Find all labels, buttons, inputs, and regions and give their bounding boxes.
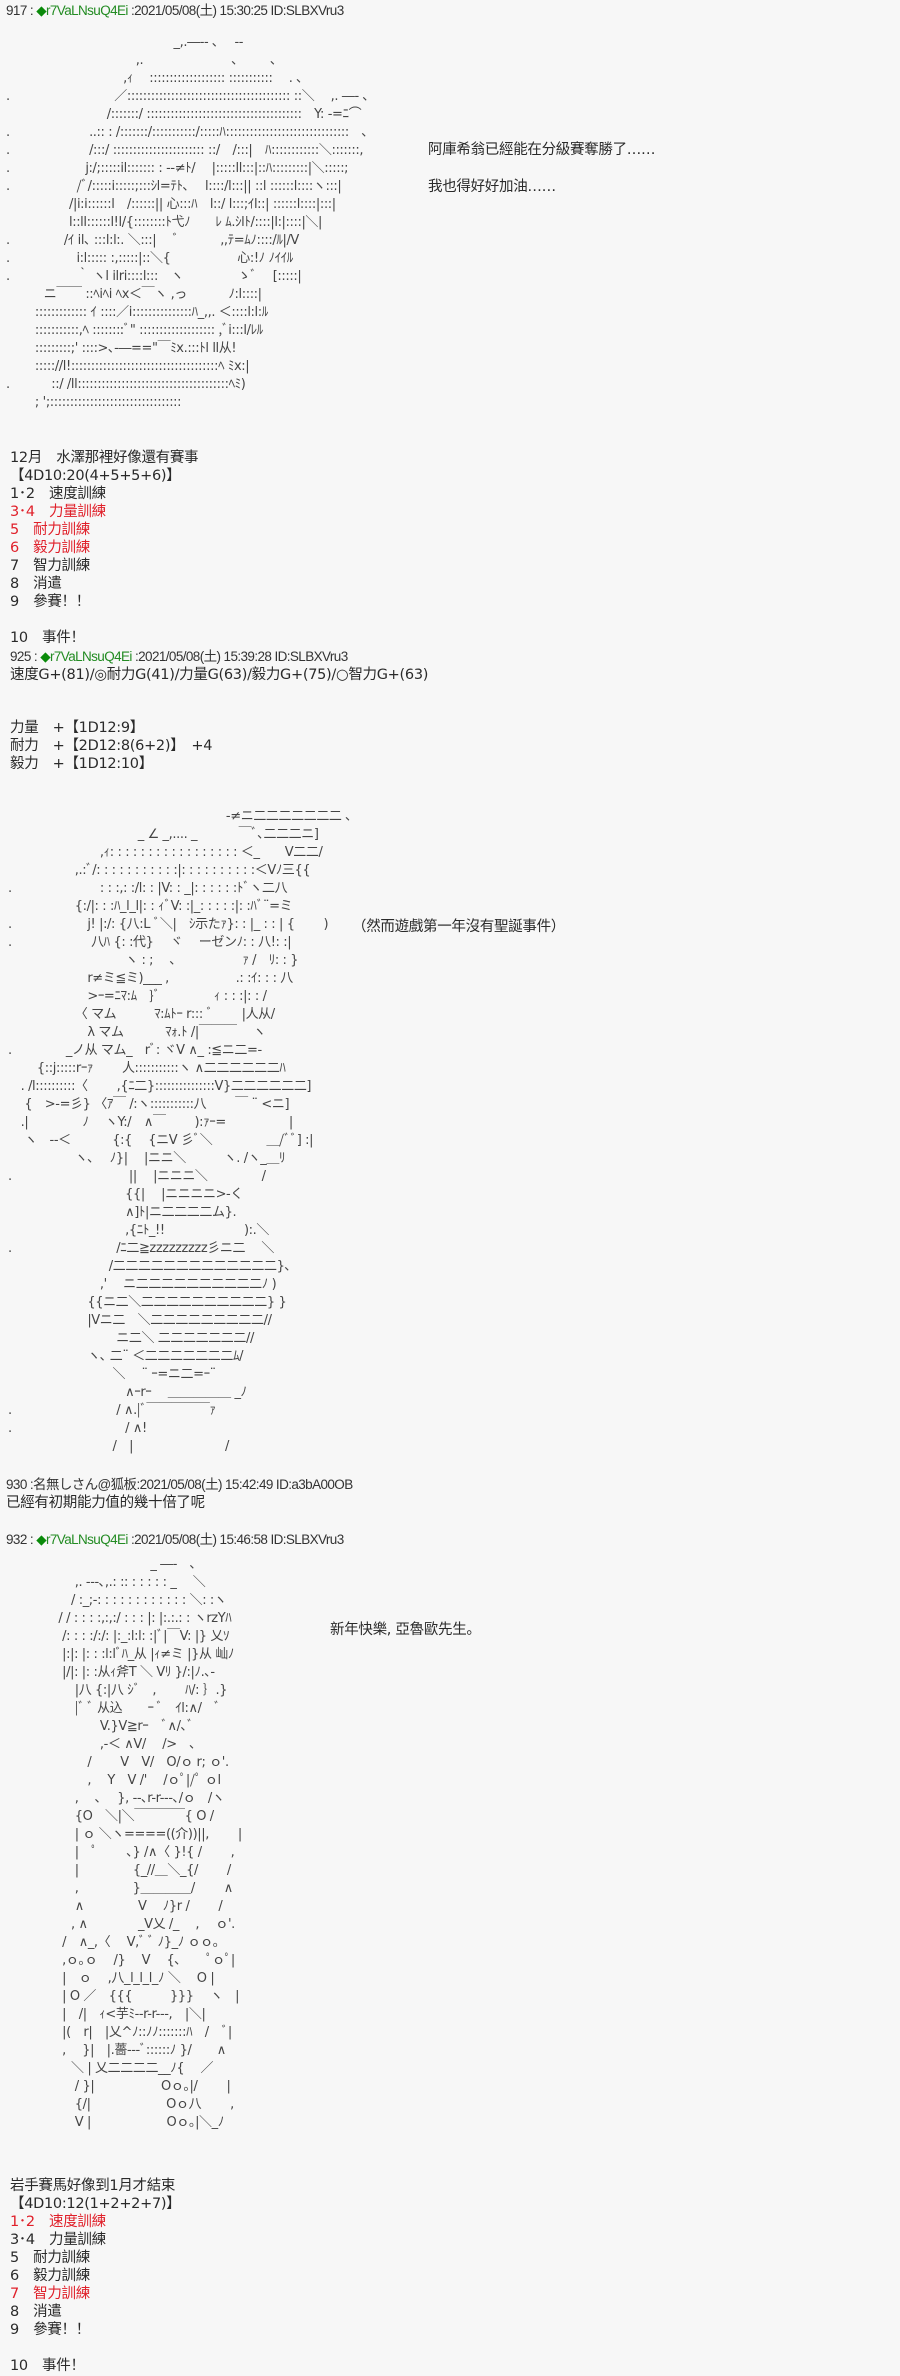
- post-header-930: 930 :名無しさん@狐板:2021/05/08(土) 15:42:49 ID:…: [6, 1476, 353, 1494]
- option-item: 3･4 力量訓練: [10, 2232, 106, 2248]
- separator: :: [26, 1477, 34, 1492]
- separator: :: [26, 1532, 37, 1547]
- body-title: 12月 水澤那裡好像還有賽事: [10, 450, 199, 466]
- separator: :: [30, 649, 41, 664]
- dialogue-line: 新年快樂, 亞魯歐先生。: [330, 1622, 481, 1638]
- option-item: 7 智力訓練: [10, 558, 90, 574]
- stat-rolls: 力量 +【1D12:9】耐力 +【2D12:8(6+2)】 +4 毅力 +【1D1…: [10, 719, 212, 773]
- option-item-hit: 5 耐力訓練: [10, 522, 90, 538]
- dialogue-line: （然而遊戲第一年沒有聖誕事件）: [352, 919, 565, 935]
- post-header-917: 917 : ◆r7VaLNsuQ4Ei :2021/05/08(土) 15:30…: [6, 2, 344, 20]
- post-meta: :2021/05/08(土) 15:30:25 ID:SLBXVru3: [127, 3, 344, 18]
- roll-line: 力量 +【1D12:9】: [10, 720, 145, 736]
- trip-diamond-icon: ◆: [40, 649, 50, 664]
- option-item-hit: 7 智力訓練: [10, 2286, 90, 2302]
- body-title: 岩手賽馬好像到1月才結束: [10, 2178, 176, 2194]
- option-item-hit: 3･4 力量訓練: [10, 504, 106, 520]
- post-number[interactable]: 925: [10, 649, 31, 664]
- roll-line: 毅力 +【1D12:10】: [10, 756, 153, 772]
- option-item: 1･2 速度訓練: [10, 486, 106, 502]
- poster-trip: r7VaLNsuQ4Ei: [45, 3, 128, 18]
- dice-roll: 【4D10:12(1+2+2+7)】: [10, 2196, 181, 2212]
- dice-roll: 【4D10:20(4+5+5+6)】: [10, 468, 181, 484]
- option-item: 8 消遣: [10, 576, 62, 592]
- option-item: 9 參賽！！: [10, 594, 90, 610]
- option-item-hit: 6 毅力訓練: [10, 540, 90, 556]
- ascii-art-917: _,.―-‐ ､ -‐ ,. ､ ､ ,ｨ ::::::::::::::::::…: [6, 35, 369, 410]
- post-meta: :2021/05/08(土) 15:39:28 ID:SLBXVru3: [131, 649, 348, 664]
- ascii-art-925: -≠ニ二二二二二二二 ､ _ ∠ _,.... _ ￣ﾞ､二二二ニ] ,ｨ: :…: [8, 809, 352, 1454]
- dialogue-line: 我也得好好加油……: [428, 179, 556, 195]
- option-event: 10 事件！: [10, 2358, 85, 2374]
- poster-trip: r7VaLNsuQ4Ei: [45, 1532, 128, 1547]
- option-event: 10 事件！: [10, 630, 85, 646]
- post-body-932: 岩手賽馬好像到1月才結束【4D10:12(1+2+2+7)】 1･2 速度訓練 3･…: [10, 2159, 181, 2375]
- trip-diamond-icon: ◆: [36, 1532, 46, 1547]
- poster-trip: r7VaLNsuQ4Ei: [49, 649, 132, 664]
- dialogue-line: 阿庫希翁已經能在分級賽奪勝了……: [428, 142, 656, 158]
- separator: :: [26, 3, 37, 18]
- post-body-917: 12月 水澤那裡好像還有賽事【4D10:20(4+5+5+6)】 1･2 速度訓練…: [10, 431, 199, 647]
- option-item-hit: 1･2 速度訓練: [10, 2214, 106, 2230]
- trip-diamond-icon: ◆: [36, 3, 46, 18]
- post-meta: :2021/05/08(土) 15:46:58 ID:SLBXVru3: [127, 1532, 344, 1547]
- poster-name: 名無しさん@狐板: [33, 1477, 137, 1492]
- ascii-art-932: _ ―- ､ ,. ---､,.: :: : : : : : _ ＼ / :_;…: [58, 1557, 242, 2130]
- post-number[interactable]: 932: [6, 1532, 27, 1547]
- option-item: 5 耐力訓練: [10, 2250, 90, 2266]
- option-item: 8 消遣: [10, 2304, 62, 2320]
- post-number[interactable]: 917: [6, 3, 27, 18]
- stats-line: 速度G+(81)/◎耐力G(41)/力量G(63)/毅力G+(75)/○智力G+…: [10, 667, 429, 683]
- post-meta: :2021/05/08(土) 15:42:49 ID:a3bA00OB: [136, 1477, 353, 1492]
- post-header-925: 925 : ◆r7VaLNsuQ4Ei :2021/05/08(土) 15:39…: [10, 648, 348, 666]
- post-number[interactable]: 930: [6, 1477, 27, 1492]
- option-item: 9 參賽！！: [10, 2322, 90, 2338]
- option-item: 6 毅力訓練: [10, 2268, 90, 2284]
- roll-line: 耐力 +【2D12:8(6+2)】 +4: [10, 738, 213, 754]
- post-text-930: 已經有初期能力值的幾十倍了呢: [6, 1495, 205, 1511]
- post-header-932: 932 : ◆r7VaLNsuQ4Ei :2021/05/08(土) 15:46…: [6, 1531, 344, 1549]
